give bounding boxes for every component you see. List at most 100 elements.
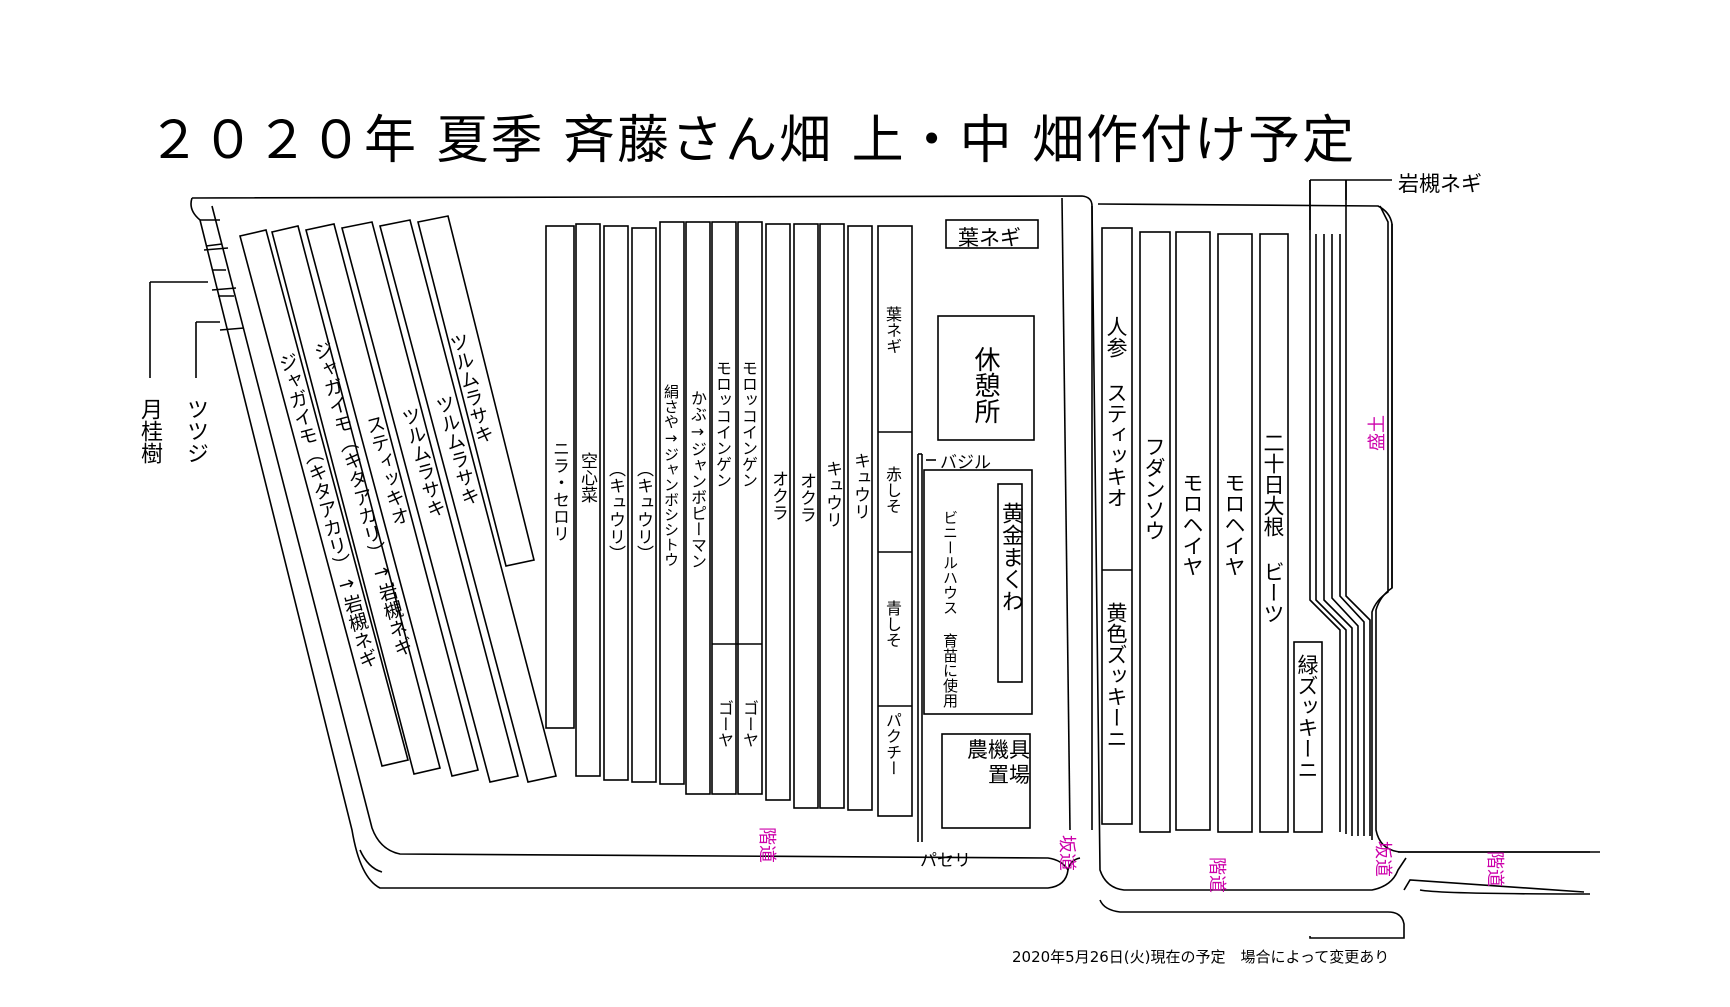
slanted-bed-6	[417, 215, 535, 567]
upper-bed-11	[819, 223, 845, 809]
upper-bed-3-label: （キュウリ）	[605, 460, 625, 562]
upper-bed-11-label: キュウリ	[822, 460, 842, 528]
middle-bed-4	[1217, 233, 1253, 833]
upper-bed-7-label: モロッコインゲン	[713, 360, 732, 488]
middle-field-outline	[1097, 203, 1600, 853]
negi-strip-4	[1331, 234, 1359, 836]
negi-strip-1	[1309, 180, 1341, 832]
middle-right-slope	[1371, 205, 1393, 840]
middle-bed-3	[1175, 231, 1211, 831]
negi-strip-3	[1323, 234, 1353, 836]
middle-bed-1-bottom-label: 黄色ズッキーニ	[1104, 602, 1128, 749]
upper-bed-12	[847, 225, 873, 811]
tool-storage-text: 農機具置場	[967, 738, 1030, 787]
upper-bed-4	[631, 227, 657, 783]
tree-divider-1	[203, 247, 229, 251]
upper-bed-9-label: オクラ	[768, 470, 788, 521]
upper-bed-2	[575, 223, 601, 777]
herb-ao-shiso-label: 青しそ	[883, 600, 902, 648]
herb-ha-negi-label: 葉ネギ	[883, 306, 902, 354]
goya-1-label: ゴーヤ	[715, 700, 734, 748]
tool-storage-label: 農機具置場	[950, 738, 1030, 788]
green-zucchini-label: 緑ズッキーニ	[1295, 654, 1319, 780]
middle-bed-2-label: フダンソウ	[1142, 436, 1166, 541]
middle-bed-5	[1259, 233, 1289, 833]
kaidan-2-label: 階道	[1206, 857, 1227, 893]
upper-bed-8	[737, 221, 763, 795]
upper-bed-10	[793, 223, 819, 809]
morido-label: 盛土	[1367, 415, 1388, 451]
tree-divider-3	[219, 327, 245, 331]
herb-pakuchi-label: パクチー	[883, 712, 902, 776]
upper-bed-6	[685, 221, 711, 795]
vinyl-house-label: ビニールハウス 育苗に使用	[941, 510, 959, 708]
kaidan-1-label: 階道	[756, 827, 777, 863]
basil-label: バジル	[940, 453, 991, 473]
upper-bed-3	[603, 225, 629, 781]
middle-field-bottom-road	[1099, 879, 1585, 939]
middle-bed-2	[1139, 231, 1171, 833]
rest-area-box	[937, 315, 1035, 441]
parsley-label: パセリ	[920, 851, 971, 871]
negi-strip-5	[1339, 234, 1365, 836]
tree-divider-2	[211, 287, 237, 291]
middle-bed-4-label: モロヘイヤ	[1222, 472, 1246, 577]
middle-field-left	[1091, 205, 1407, 891]
herb-aka-shiso-label: 赤しそ	[883, 466, 902, 514]
slanted-beds-group	[239, 215, 557, 783]
herb-bed	[877, 225, 913, 817]
upper-bed-6-label: かぶ→ジャンボピーマン	[688, 390, 707, 569]
getsukeiju-label: 月桂樹	[137, 398, 162, 464]
rest-area-label: 休憩所	[970, 346, 1000, 424]
upper-bed-1-label: ニラ・セロリ	[549, 440, 569, 542]
kaidan-3-label: 階道	[1484, 851, 1505, 887]
upper-bed-12-label: キュウリ	[850, 452, 870, 520]
page-title: ２０２０年 夏季 斉藤さん畑 上・中 畑作付け予定	[148, 111, 1357, 171]
slanted-bed-4	[341, 221, 519, 783]
upper-bed-5-label: 絹さや→ジャンボシシトウ	[662, 384, 680, 567]
iwatsuki-negi-label: 岩槻ネギ	[1398, 172, 1482, 196]
green-zucchini-bed	[1293, 641, 1323, 833]
middle-bed-5-label: 二十日大根 ビーツ	[1261, 432, 1285, 624]
upper-bed-5	[659, 221, 685, 785]
footer-note: 2020年5月26日(火)現在の予定 場合によって変更あり	[1012, 948, 1390, 966]
slanted-bed-5	[379, 219, 557, 783]
middle-beds-group	[1101, 227, 1323, 833]
ha-negi-box-label: 葉ネギ	[958, 226, 1021, 250]
ha-negi-box	[945, 219, 1039, 249]
kogane-makuwa-box	[997, 483, 1023, 683]
upper-field-right-edge	[1061, 197, 1071, 831]
upper-bed-2-label: 空心菜	[577, 452, 597, 503]
middle-bed-3-label: モロヘイヤ	[1180, 472, 1204, 577]
tool-storage-box	[941, 733, 1031, 829]
upper-beds-group	[545, 221, 873, 811]
kogane-makuwa-label: 黄金まくわ	[998, 502, 1023, 612]
middle-bed-1	[1101, 227, 1133, 825]
road-right	[1398, 851, 1591, 895]
upper-bed-1	[545, 225, 575, 729]
goya-2-label: ゴーヤ	[740, 700, 759, 748]
upper-bed-7	[711, 221, 737, 795]
slanted-bed-3	[305, 223, 479, 777]
upper-bed-10-label: オクラ	[796, 472, 816, 523]
sakamichi-2-label: 坂道	[1372, 841, 1393, 877]
left-strip	[200, 219, 234, 297]
tsutsuji-label: ツツジ	[183, 398, 208, 464]
negi-strip-6	[1345, 180, 1371, 836]
negi-strip-2	[1315, 234, 1347, 834]
sakamichi-1-label: 坂道	[1056, 835, 1077, 871]
upper-field-outline	[190, 195, 1093, 889]
upper-bed-9	[765, 223, 791, 801]
upper-field-bottom-road	[359, 849, 383, 873]
slanted-bed-1	[239, 229, 409, 767]
middle-bed-1-top-label: 人参 スティッキオ	[1104, 316, 1128, 508]
upper-field-inner-edge	[211, 205, 1069, 871]
upper-bed-4-label: （キュウリ）	[633, 460, 653, 562]
slanted-bed-2	[271, 225, 441, 775]
iwatsuki-negi-strips	[1309, 179, 1392, 836]
upper-bed-8-label: モロッコインゲン	[739, 360, 758, 488]
vinyl-house-box	[923, 469, 1033, 715]
herb-bed-group	[877, 225, 913, 817]
